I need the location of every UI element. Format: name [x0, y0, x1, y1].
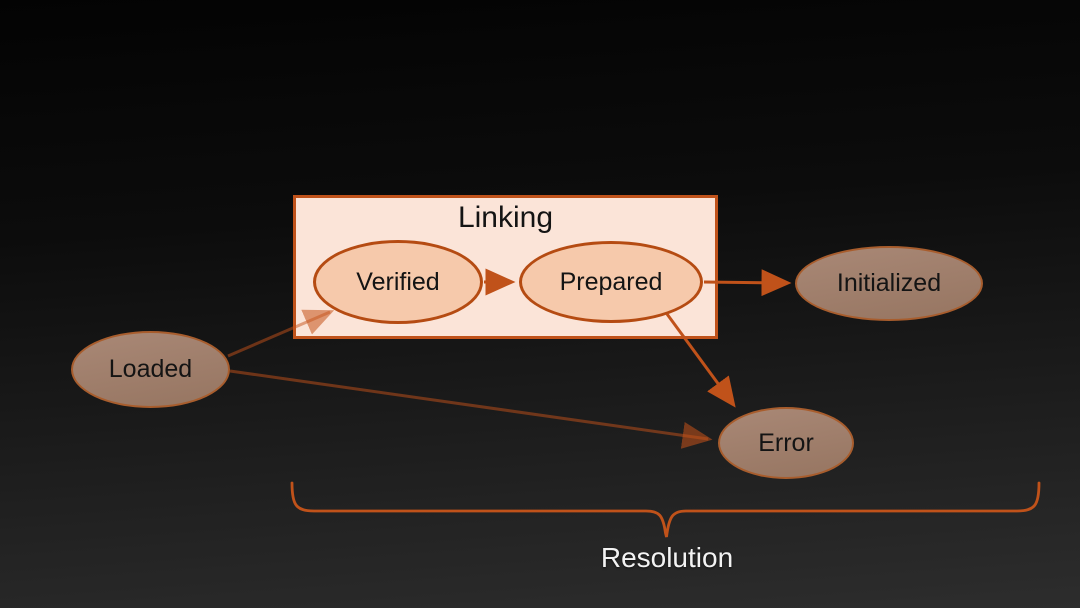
- state-node-prepared: Prepared: [519, 241, 703, 323]
- linking-group-title: Linking: [457, 201, 554, 234]
- state-label-error: Error: [758, 428, 814, 457]
- state-node-loaded: Loaded: [71, 331, 230, 408]
- state-label-loaded: Loaded: [108, 355, 193, 383]
- state-node-initialized: Initialized: [795, 246, 983, 321]
- state-label-verified: Verified: [356, 267, 440, 296]
- state-node-verified: Verified: [313, 240, 483, 324]
- resolution-caption: Resolution: [600, 542, 734, 573]
- resolution-brace: [290, 481, 1041, 538]
- state-node-error: Error: [718, 407, 854, 479]
- state-label-initialized: Initialized: [836, 269, 942, 297]
- state-label-prepared: Prepared: [559, 267, 663, 296]
- arrow-loaded-to-error: [229, 369, 713, 449]
